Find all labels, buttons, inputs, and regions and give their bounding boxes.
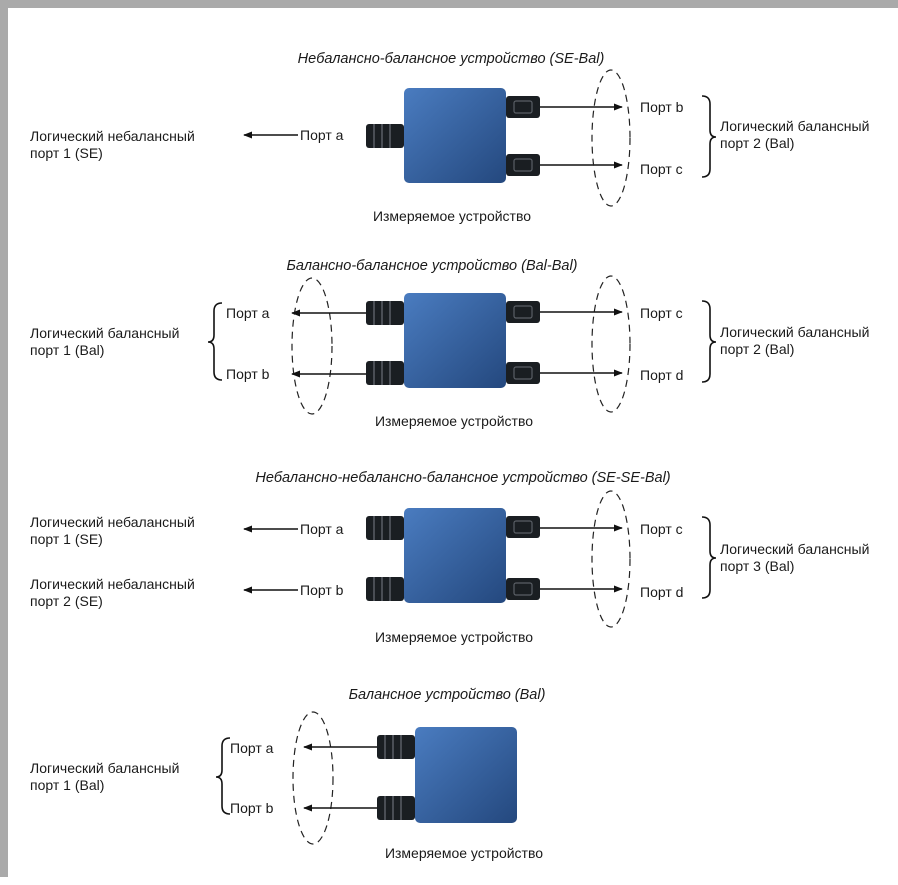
port-a-label: Порт a [226, 305, 270, 321]
logical-port-label: Логический балансный [30, 325, 179, 341]
port-a-label: Порт a [300, 521, 344, 537]
logical-port-label: порт 1 (SE) [30, 145, 103, 161]
device [366, 293, 540, 388]
logical-port-label: Логический балансный [720, 324, 869, 340]
section-title: Небалансно-балансное устройство (SE-Bal) [298, 51, 605, 67]
section-title: Небалансно-небалансно-балансное устройст… [255, 470, 670, 486]
logical-port-label: Логический небалансный [30, 514, 195, 530]
brace-left [215, 737, 231, 815]
connector-port-b [366, 577, 404, 601]
device-body [415, 727, 517, 823]
logical-port-label: порт 2 (SE) [30, 593, 103, 609]
device [366, 508, 540, 603]
logical-port-label: порт 2 (Bal) [720, 135, 794, 151]
connector-port-a [366, 124, 404, 148]
brace-right [701, 95, 717, 178]
section-se-se-bal: Небалансно-небалансно-балансное устройст… [30, 470, 869, 645]
brace-right [701, 516, 717, 599]
port-b-label: Порт b [230, 800, 274, 816]
balanced-pair-ellipse [291, 277, 333, 415]
port-c-label: Порт c [640, 521, 683, 537]
device-label: Измеряемое устройство [373, 208, 531, 224]
connector-port-d [506, 578, 540, 600]
connector-port-c [506, 301, 540, 323]
balanced-pair-ellipse [591, 490, 631, 628]
port-b-label: Порт b [640, 99, 684, 115]
connector-port-c [506, 516, 540, 538]
port-c-label: Порт c [640, 161, 683, 177]
port-a-label: Порт a [230, 740, 274, 756]
device-body [404, 293, 506, 388]
port-configuration-diagram: Небалансно-балансное устройство (SE-Bal)… [30, 51, 869, 861]
section-title: Балансно-балансное устройство (Bal-Bal) [286, 258, 577, 274]
port-c-label: Порт c [640, 305, 683, 321]
section-title: Балансное устройство (Bal) [349, 687, 546, 703]
connector-port-b [377, 796, 415, 820]
balanced-pair-ellipse [292, 711, 334, 845]
port-d-label: Порт d [640, 584, 683, 600]
brace-right [701, 300, 717, 383]
logical-port-label: порт 1 (Bal) [30, 777, 104, 793]
device-label: Измеряемое устройство [375, 629, 533, 645]
section-bal: Балансное устройство (Bal) Измеряемое ус… [30, 687, 545, 861]
section-se-bal: Небалансно-балансное устройство (SE-Bal)… [30, 51, 869, 224]
connector-port-b [506, 96, 540, 118]
port-b-label: Порт b [300, 582, 344, 598]
logical-port-label: Логический небалансный [30, 576, 195, 592]
logical-port-label: Логический балансный [720, 118, 869, 134]
logical-port-label: порт 3 (Bal) [720, 558, 794, 574]
device-label: Измеряемое устройство [385, 845, 543, 861]
port-a-label: Порт a [300, 127, 344, 143]
section-bal-bal: Балансно-балансное устройство (Bal-Bal) [30, 258, 869, 429]
logical-port-label: порт 2 (Bal) [720, 341, 794, 357]
connector-port-a [366, 516, 404, 540]
balanced-pair-ellipse [591, 275, 631, 413]
connector-port-a [366, 301, 404, 325]
balanced-pair-ellipse [591, 69, 631, 207]
connector-port-d [506, 362, 540, 384]
logical-port-label: порт 1 (Bal) [30, 342, 104, 358]
device [366, 88, 540, 183]
connector-port-c [506, 154, 540, 176]
logical-port-label: Логический балансный [720, 541, 869, 557]
port-b-label: Порт b [226, 366, 270, 382]
device-body [404, 88, 506, 183]
logical-port-label: Логический балансный [30, 760, 179, 776]
logical-port-label: Логический небалансный [30, 128, 195, 144]
brace-left [207, 302, 223, 381]
port-d-label: Порт d [640, 367, 683, 383]
device-label: Измеряемое устройство [375, 413, 533, 429]
connector-port-b [366, 361, 404, 385]
device [377, 727, 517, 823]
device-body [404, 508, 506, 603]
connector-port-a [377, 735, 415, 759]
logical-port-label: порт 1 (SE) [30, 531, 103, 547]
